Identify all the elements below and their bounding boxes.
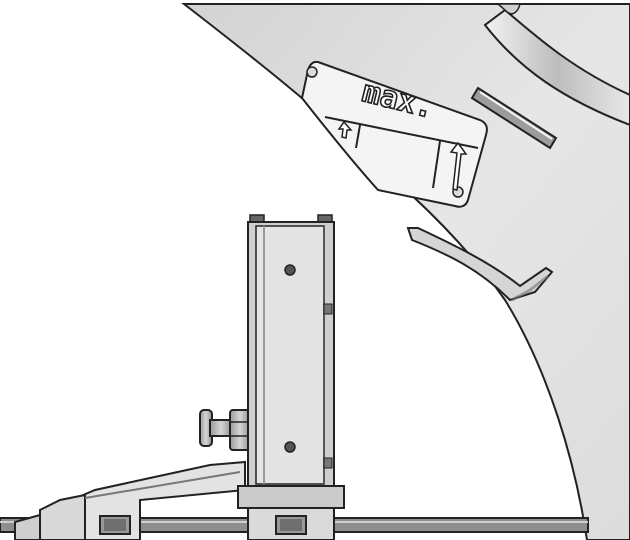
max-level-plate: max.: [300, 60, 488, 208]
housing-slot: [470, 86, 558, 150]
screw-icon: [306, 66, 318, 78]
housing-bracket: [406, 227, 554, 302]
slide-mechanism: [14, 460, 246, 540]
adjustment-knob: [199, 409, 251, 451]
arrow-up-icon: [337, 120, 353, 139]
bolt-icon: [284, 264, 296, 276]
vertical-post: [237, 214, 345, 540]
bolt-icon: [284, 441, 296, 453]
housing-panel: [181, 3, 630, 540]
plate-label: max.: [359, 74, 438, 125]
hose-pipe-band: [495, 3, 521, 15]
arrow-up-icon: [449, 141, 468, 191]
